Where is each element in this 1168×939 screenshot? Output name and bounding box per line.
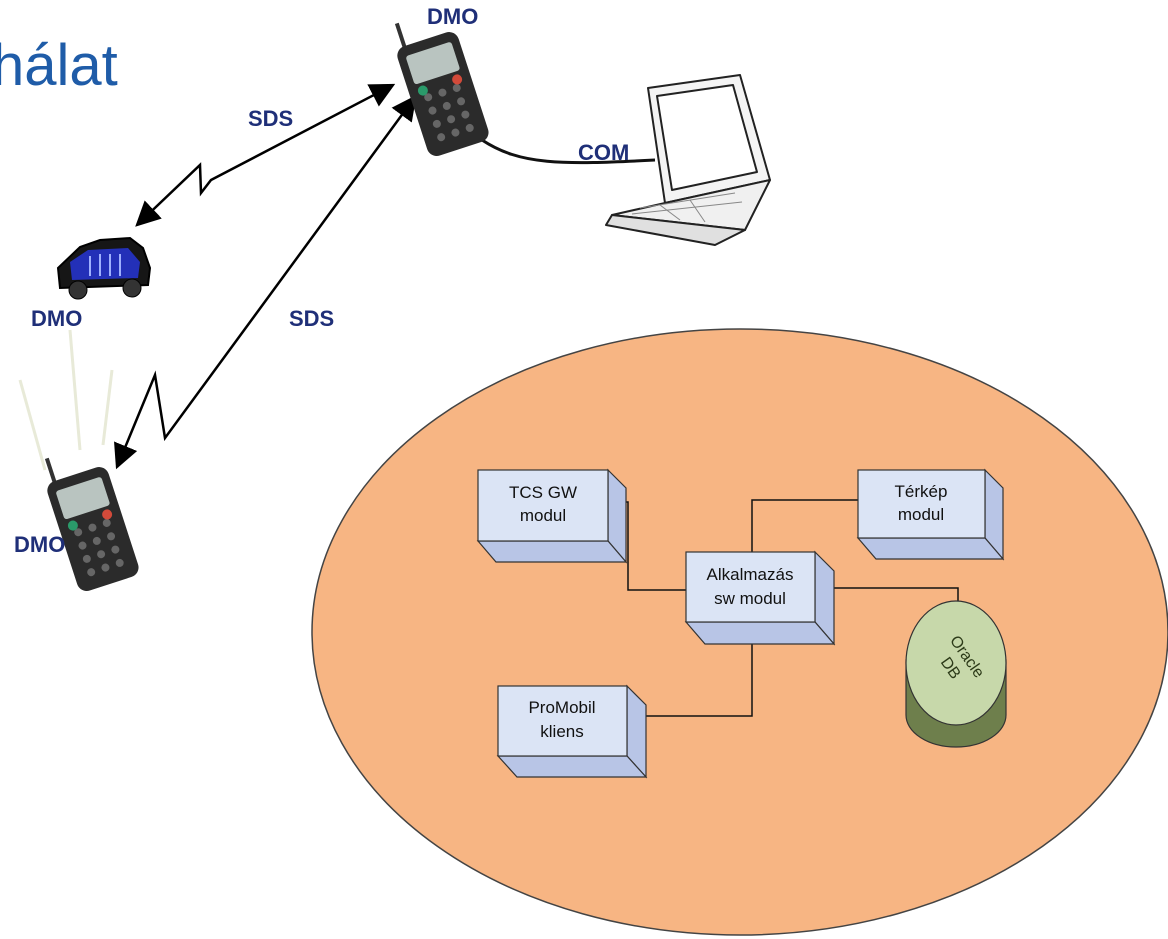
oracle-db-cylinder: Oracle DB xyxy=(905,600,1007,748)
alkalmazas-line1: Alkalmazás xyxy=(707,565,794,584)
tcs-gw-line1: TCS GW xyxy=(509,483,577,502)
terkep-line2: modul xyxy=(898,505,944,524)
sds-lower-label: SDS xyxy=(289,306,334,331)
com-label: COM xyxy=(578,140,629,165)
tcs-gw-module-box: TCS GW modul xyxy=(476,468,628,564)
promobil-line2: kliens xyxy=(540,722,583,741)
terkep-line1: Térkép xyxy=(895,482,948,501)
terkep-module-box: Térkép modul xyxy=(856,468,1005,561)
radio-handset-icon xyxy=(394,22,489,157)
promobil-line1: ProMobil xyxy=(528,698,595,717)
radio-link-lower xyxy=(114,94,417,470)
slide-title: hálat xyxy=(0,33,118,98)
alkalmazas-module-box: Alkalmazás sw modul xyxy=(684,550,836,646)
radio-handset-icon xyxy=(44,457,139,592)
car-icon xyxy=(56,236,152,300)
dmo-bottom-label: DMO xyxy=(14,532,65,557)
promobil-module-box: ProMobil kliens xyxy=(496,684,648,779)
laptop-icon xyxy=(605,74,771,246)
dmo-car-label: DMO xyxy=(31,306,82,331)
dmo-top-label: DMO xyxy=(427,4,478,29)
com-cable xyxy=(481,138,656,165)
alkalmazas-line2: sw modul xyxy=(714,589,786,608)
tcs-gw-line2: modul xyxy=(520,506,566,525)
sds-upper-label: SDS xyxy=(248,106,293,131)
signal-beams-icon xyxy=(18,329,114,471)
